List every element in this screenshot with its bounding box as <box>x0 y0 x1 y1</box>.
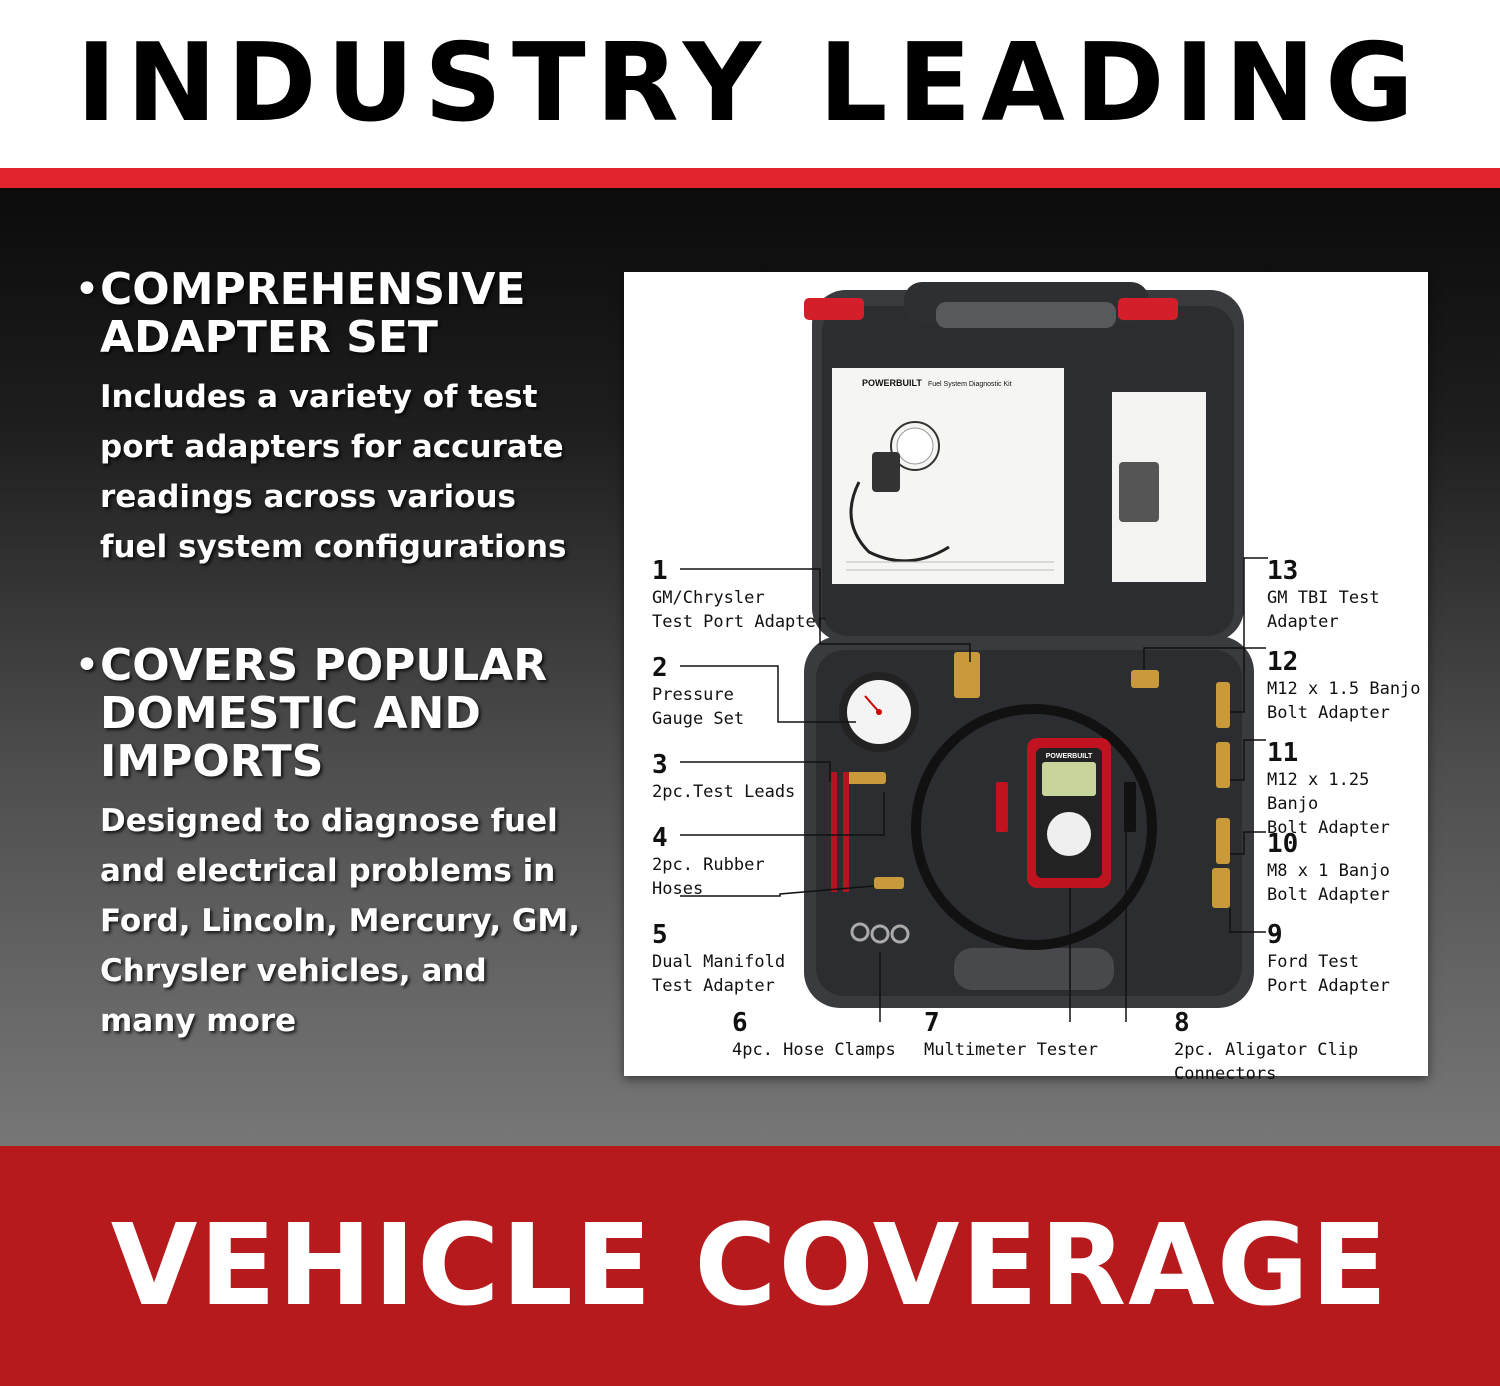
callout-3: 3 2pc.Test Leads <box>652 750 796 802</box>
dual-manifold-adapter <box>874 877 904 889</box>
feature-coverage: • COVERS POPULAR DOMESTIC AND IMPORTS De… <box>74 640 580 1046</box>
leader-lines <box>680 557 1268 1022</box>
callout-11: 11 M12 x 1.25 Banjo Bolt Adapter <box>1267 738 1390 838</box>
footer-title: VEHICLE COVERAGE <box>110 1201 1390 1331</box>
header-band <box>0 0 1500 168</box>
bullet-icon: • <box>74 264 100 315</box>
callout-9: 9 Ford Test Port Adapter <box>1267 920 1390 996</box>
multimeter-brand: POWERBUILT <box>1046 753 1093 760</box>
fuel-hose <box>911 704 1157 950</box>
gm-chrysler-adapter <box>954 652 980 698</box>
bullet-icon: • <box>74 640 100 691</box>
feature-heading: COMPREHENSIVE ADAPTER SET <box>100 264 526 363</box>
footer-band <box>0 1146 1500 1386</box>
callout-5: 5 Dual Manifold Test Adapter <box>652 920 786 996</box>
callout-4: 4 2pc. Rubber Hoses <box>652 823 765 899</box>
latch-right <box>1118 298 1178 320</box>
callout-1: 1 GM/Chrysler Test Port Adapter <box>652 556 826 632</box>
ford-adapter <box>1212 868 1230 908</box>
callout-12: 12 M12 x 1.5 Banjo Bolt Adapter <box>1267 647 1421 723</box>
callout-13: 13 GM TBI Test Adapter <box>1267 556 1380 632</box>
feature-description: Designed to diagnose fuel and electrical… <box>100 803 580 1039</box>
kit-diagram-panel: POWERBUILT Fuel System Diagnostic Kit <box>624 272 1428 1084</box>
banjo-8-1 <box>1216 818 1230 864</box>
banjo-12-125 <box>1216 742 1230 788</box>
callout-2: 2 Pressure Gauge Set <box>652 653 745 729</box>
callout-6: 6 4pc. Hose Clamps <box>732 1008 896 1060</box>
feature-description: Includes a variety of test port adapters… <box>100 379 567 565</box>
feature-heading: COVERS POPULAR DOMESTIC AND IMPORTS <box>100 640 548 787</box>
callout-10: 10 M8 x 1 Banjo Bolt Adapter <box>1267 829 1390 905</box>
callout-7: 7 Multimeter Tester <box>924 1008 1098 1060</box>
headline: INDUSTRY LEADING <box>76 21 1424 146</box>
red-divider <box>0 168 1500 188</box>
hose-clamps <box>850 922 870 942</box>
banjo-12-15 <box>1216 682 1230 728</box>
kit-case-illustration: POWERBUILT Fuel System Diagnostic Kit <box>680 282 1268 1022</box>
feature-adapter-set: • COMPREHENSIVE ADAPTER SET Includes a v… <box>74 264 580 572</box>
latch-left <box>804 298 864 320</box>
alligator-clip-red <box>996 782 1008 832</box>
manual-brand: POWERBUILT <box>862 378 922 388</box>
alligator-clip-black <box>1124 782 1136 832</box>
gm-tbi-adapter <box>1131 670 1159 688</box>
manual-title: Fuel System Diagnostic Kit <box>928 381 1012 388</box>
callout-8: 8 2pc. Aligator Clip Connectors <box>1174 1008 1359 1084</box>
test-leads <box>831 772 849 892</box>
